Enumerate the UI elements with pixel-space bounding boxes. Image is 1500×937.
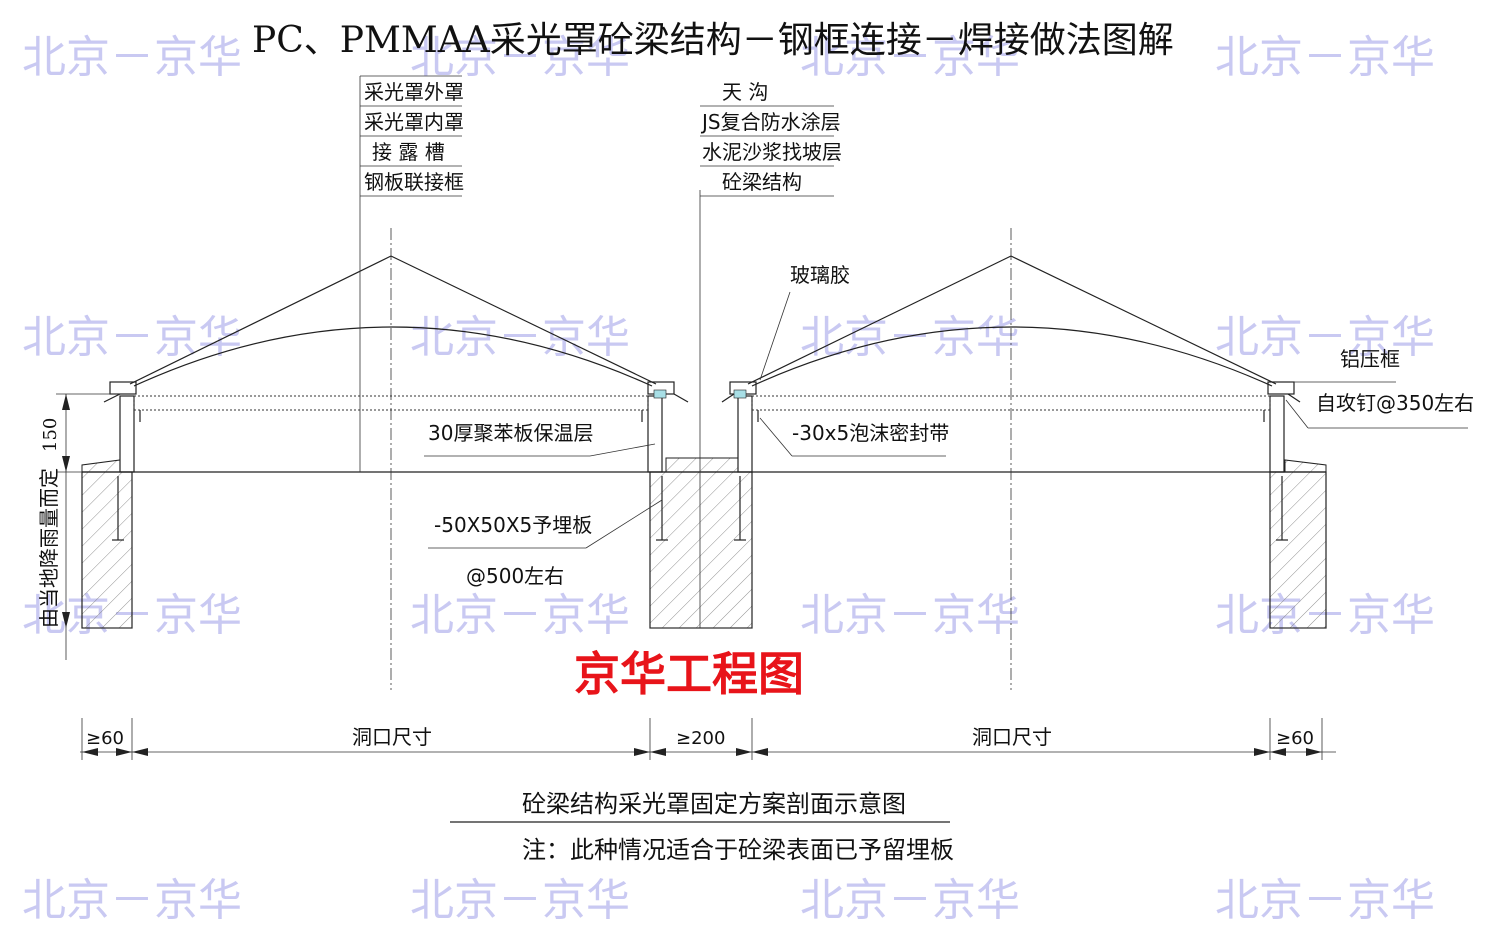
label-insulation: 30厚聚苯板保温层 xyxy=(428,421,593,445)
label-concrete-beam: 砼梁结构 xyxy=(722,170,802,194)
watermark-text: 北京－京华 xyxy=(800,590,1020,641)
label-js-coating: JS复合防水涂层 xyxy=(700,110,841,134)
label-alu-frame: 铝压框 xyxy=(1340,347,1400,371)
height-dimension: 150 由当地降雨量而定 xyxy=(37,393,120,660)
concrete-beams xyxy=(81,457,1327,629)
label-embed-spacing: @500左右 xyxy=(466,564,564,588)
label-stack-mid: 天 沟 JS复合防水涂层 水泥沙浆找坡层 砼梁结构 xyxy=(700,80,842,197)
dimension-chain: ≥60 洞口尺寸 ≥200 洞口尺寸 ≥60 xyxy=(80,718,1336,760)
watermark-text: 北京－京华 xyxy=(1215,312,1435,363)
watermark-text: 北京－京华 xyxy=(22,312,242,363)
watermark-text: 北京－京华 xyxy=(22,32,242,83)
dim-left-edge: ≥60 xyxy=(86,728,124,749)
caption-note: 注：此种情况适合于砼梁表面已予留埋板 xyxy=(522,836,954,864)
label-steel-frame: 钢板联接框 xyxy=(364,170,464,194)
label-height: 150 xyxy=(40,418,61,452)
dim-mid-beam: ≥200 xyxy=(676,728,725,749)
label-embed-plate: -50X50X5予埋板 xyxy=(434,513,592,537)
label-outer-dome: 采光罩外罩 xyxy=(364,80,464,104)
label-glass-glue: 玻璃胶 xyxy=(790,263,850,287)
label-gutter: 天 沟 xyxy=(722,80,768,104)
label-drip-groove: 接 露 槽 xyxy=(372,140,445,164)
watermark-text: 北京－京华 xyxy=(800,32,1020,83)
watermarks: 北京－京华 北京－京华 北京－京华 北京－京华 北京－京华 北京－京华 北京－京… xyxy=(22,32,1435,926)
label-height-note: 由当地降雨量而定 xyxy=(37,468,61,628)
leader-screw xyxy=(1285,399,1309,429)
watermark-text: 北京－京华 xyxy=(800,875,1020,926)
watermark-text: 北京－京华 xyxy=(1215,875,1435,926)
label-screw: 自攻钉@350左右 xyxy=(1316,391,1474,415)
dim-opening-right: 洞口尺寸 xyxy=(972,725,1052,749)
dome-right xyxy=(747,228,1277,690)
watermark-text: 北京－京华 xyxy=(800,312,1020,363)
dome-left xyxy=(129,228,657,690)
label-inner-dome: 采光罩内罩 xyxy=(364,110,464,134)
page-title: PC、PMMAA采光罩砼梁结构－钢框连接－焊接做法图解 xyxy=(252,20,1174,61)
watermark-text: 北京－京华 xyxy=(410,875,630,926)
embed-anchors xyxy=(112,476,1288,541)
leader-glass-glue xyxy=(759,291,791,381)
stamp-text: 京华工程图 xyxy=(574,647,804,701)
watermark-text: 北京－京华 xyxy=(410,590,630,641)
dim-opening-left: 洞口尺寸 xyxy=(352,725,432,749)
dim-right-edge: ≥60 xyxy=(1276,728,1314,749)
label-foam-tape: -30x5泡沫密封带 xyxy=(792,421,949,445)
watermark-text: 北京－京华 xyxy=(1215,32,1435,83)
caption-title: 砼梁结构采光罩固定方案剖面示意图 xyxy=(522,790,906,818)
label-stack-left: 采光罩外罩 采光罩内罩 接 露 槽 钢板联接框 xyxy=(359,75,464,472)
watermark-text: 北京－京华 xyxy=(410,32,630,83)
label-mortar-slope: 水泥沙浆找坡层 xyxy=(702,140,842,164)
watermark-text: 北京－京华 xyxy=(22,875,242,926)
watermark-text: 北京－京华 xyxy=(410,312,630,363)
